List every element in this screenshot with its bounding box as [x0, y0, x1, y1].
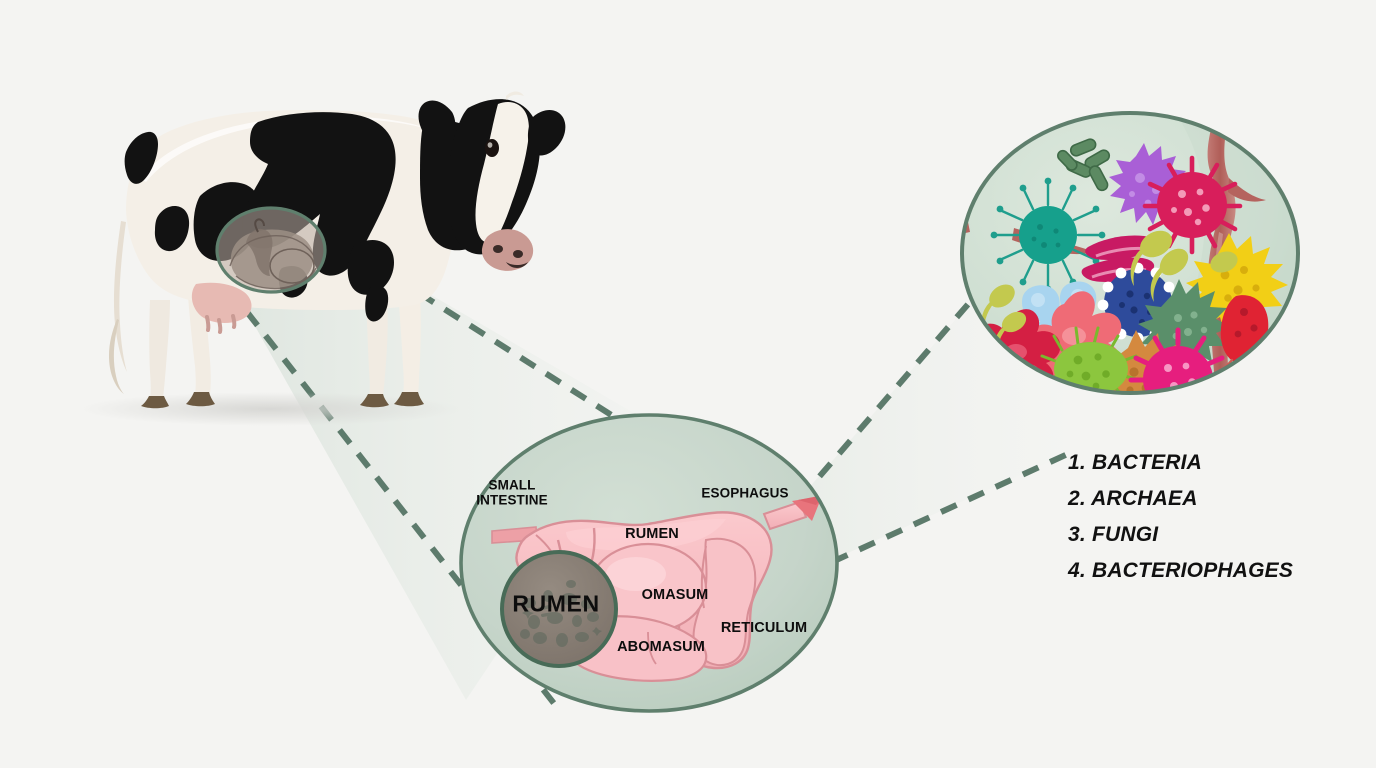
rumen-inset-circle [500, 550, 618, 668]
microbe-crimson-spiky-virus [1142, 155, 1243, 255]
legend-item-bacteriophages: 4. BACTERIOPHAGES [1068, 559, 1294, 582]
cow-nostril-right [513, 250, 523, 258]
olive-flagellate-a [1130, 230, 1173, 286]
label-abomasum: ABOMASUM [617, 639, 705, 656]
dash-cow-bottom-to-stomach [244, 310, 559, 708]
bacillus-granules [1066, 353, 1110, 390]
cow-front-leg-near [398, 292, 421, 394]
flank-outline-lower [235, 267, 317, 290]
crimson-virus-dots [1171, 188, 1210, 226]
microbiome-contents [962, 113, 1298, 393]
legend-item-bacteria: 1. BACTERIA [1068, 451, 1203, 474]
cow-hoof-rear-far [141, 396, 169, 409]
cow-hoof-rear-near [186, 392, 215, 407]
label-small-intestine: SMALL INTESTINE [476, 477, 548, 507]
cow-figure [80, 91, 566, 426]
olive-flagellate-c [981, 284, 1015, 334]
cow-patch-rump [124, 131, 158, 184]
connector-cone-cow-to-stomach [247, 229, 651, 700]
cow-hoof-front-near [394, 392, 424, 407]
legend-item-archaea: 2. ARCHAEA [1068, 487, 1198, 510]
cow-rear-leg-near [188, 296, 211, 394]
teal-virus-body [1019, 206, 1077, 264]
cow-tail [113, 221, 127, 372]
microbiome-circle-group [960, 111, 1300, 395]
stomach-circle-ring [459, 413, 839, 713]
cow-hoof-front-far [360, 394, 389, 408]
esophagus-tube [762, 500, 808, 531]
cow-flank-inset [215, 206, 327, 294]
magenta-virus-body [1143, 346, 1213, 393]
cow-muzzle [481, 229, 534, 271]
cow-topline-highlight [140, 116, 452, 182]
label-esophagus: ESOPHAGUS [701, 485, 789, 501]
label-rumen-inset: RUMEN [512, 590, 600, 617]
fold-line-5 [647, 631, 657, 665]
cow-patch-foreleg-lower [365, 285, 389, 322]
flank-inset-ring [215, 206, 327, 294]
vessel-branch-right [1228, 178, 1266, 202]
cow-patch-small-flank [154, 206, 190, 252]
microbe-teal-spiky-virus [990, 177, 1106, 293]
label-rumen: RUMEN [625, 526, 679, 543]
cow-mouth [506, 262, 528, 269]
cow-patch-foreleg [347, 240, 394, 295]
flank-esophagus [254, 218, 265, 233]
microbe-green-rods [1057, 138, 1111, 192]
flank-outline-upper [229, 235, 315, 267]
dash-stomach-to-microbiome-bottom [830, 449, 1074, 565]
microbe-olive-flagellates [981, 230, 1238, 357]
cow-ear-left [418, 100, 456, 148]
label-reticulum: RETICULUM [720, 620, 808, 637]
fold-line-4 [700, 545, 707, 609]
cow-udder [191, 282, 252, 324]
cow-eye-glint [487, 142, 493, 148]
cow-face-blaze [475, 102, 529, 243]
rumen-inset-ring [500, 550, 618, 668]
crimson-virus-body [1157, 172, 1227, 238]
teal-virus-speckles [1031, 224, 1061, 248]
omasum-highlight [606, 557, 666, 591]
cow-ear-right [527, 110, 566, 156]
cow-nostril-left [493, 245, 503, 253]
legend-item-fungi: 3. FUNGI [1068, 523, 1159, 546]
label-omasum: OMASUM [641, 587, 709, 604]
flank-omasum-outline [269, 248, 315, 284]
microbiome-circle-ring [960, 111, 1300, 395]
crimson-spikes [1142, 155, 1243, 255]
teal-spikes [994, 181, 1102, 289]
rumen-dorsal-highlight [566, 518, 726, 551]
cow-eye [485, 139, 499, 157]
phage-capsid-dots [1119, 290, 1153, 325]
cow-rear-leg-far [149, 300, 170, 398]
olive-flagellate-e [1210, 251, 1238, 273]
stomach-circle-group [459, 413, 839, 713]
cow-poll-tuft [506, 91, 524, 100]
microbe-legend: 1. BACTERIA 2. ARCHAEA 3. FUNGI 4. BACTE… [1068, 452, 1368, 596]
rumen-inset-microbes [520, 580, 602, 647]
stomach-anatomy [491, 495, 824, 682]
olive-flagellate-b [1150, 248, 1189, 302]
tadpole-dots [1234, 308, 1258, 338]
cow-teats [205, 314, 237, 334]
cow-tail-tuft [108, 319, 124, 394]
